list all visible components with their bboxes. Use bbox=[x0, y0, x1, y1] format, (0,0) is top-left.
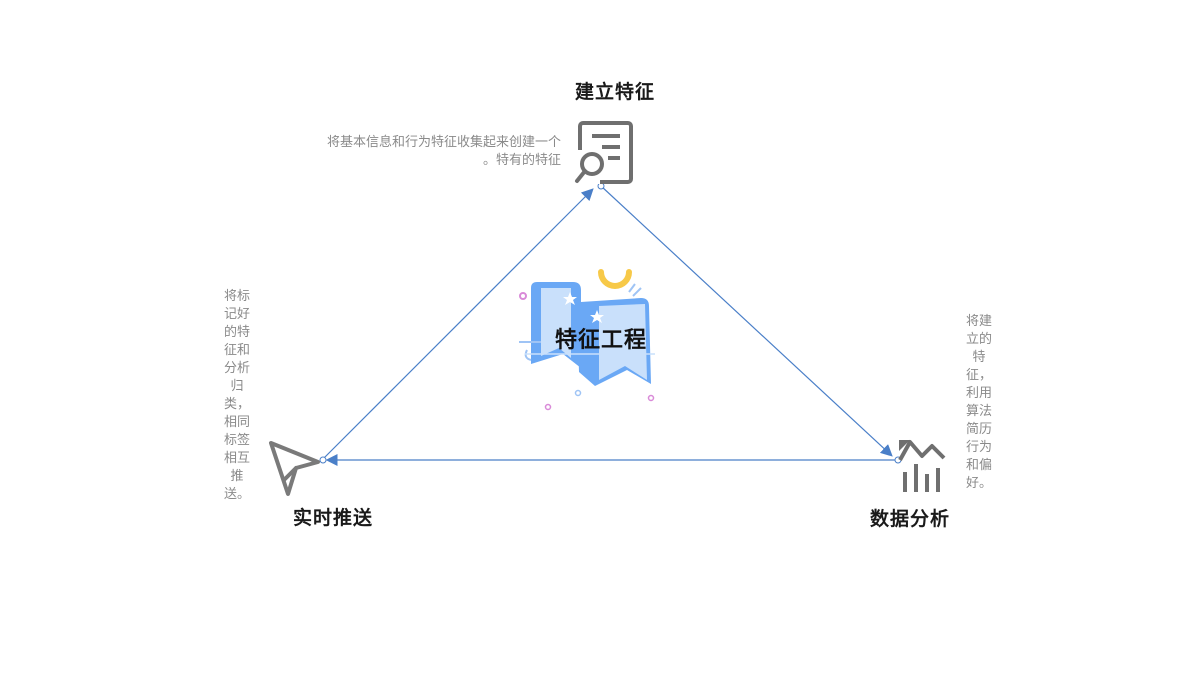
node-description-bottom-left: 将标记好的特征和分析归类，相同标签相互推送。 bbox=[223, 289, 250, 502]
bookmark-illustration bbox=[515, 266, 665, 416]
arrow-top-to-right bbox=[600, 185, 893, 457]
node-title-top: 建立特征 bbox=[575, 81, 656, 103]
center-title: 特征工程 bbox=[555, 328, 648, 353]
node-dot-left bbox=[319, 456, 327, 464]
arrow-left-to-top bbox=[323, 188, 594, 459]
chart-trend-icon bbox=[896, 434, 950, 494]
node-title-bottom-left: 实时推送 bbox=[293, 507, 374, 529]
document-search-icon bbox=[572, 120, 636, 188]
node-description-top: 将基本信息和行为特征收集起来创建一个特有的特征。 bbox=[326, 135, 561, 168]
node-description-bottom-right: 将建立的特征，利用算法简历行为和偏好。 bbox=[965, 314, 992, 491]
node-title-bottom-right: 数据分析 bbox=[870, 508, 951, 530]
send-arrow-icon bbox=[266, 438, 326, 500]
